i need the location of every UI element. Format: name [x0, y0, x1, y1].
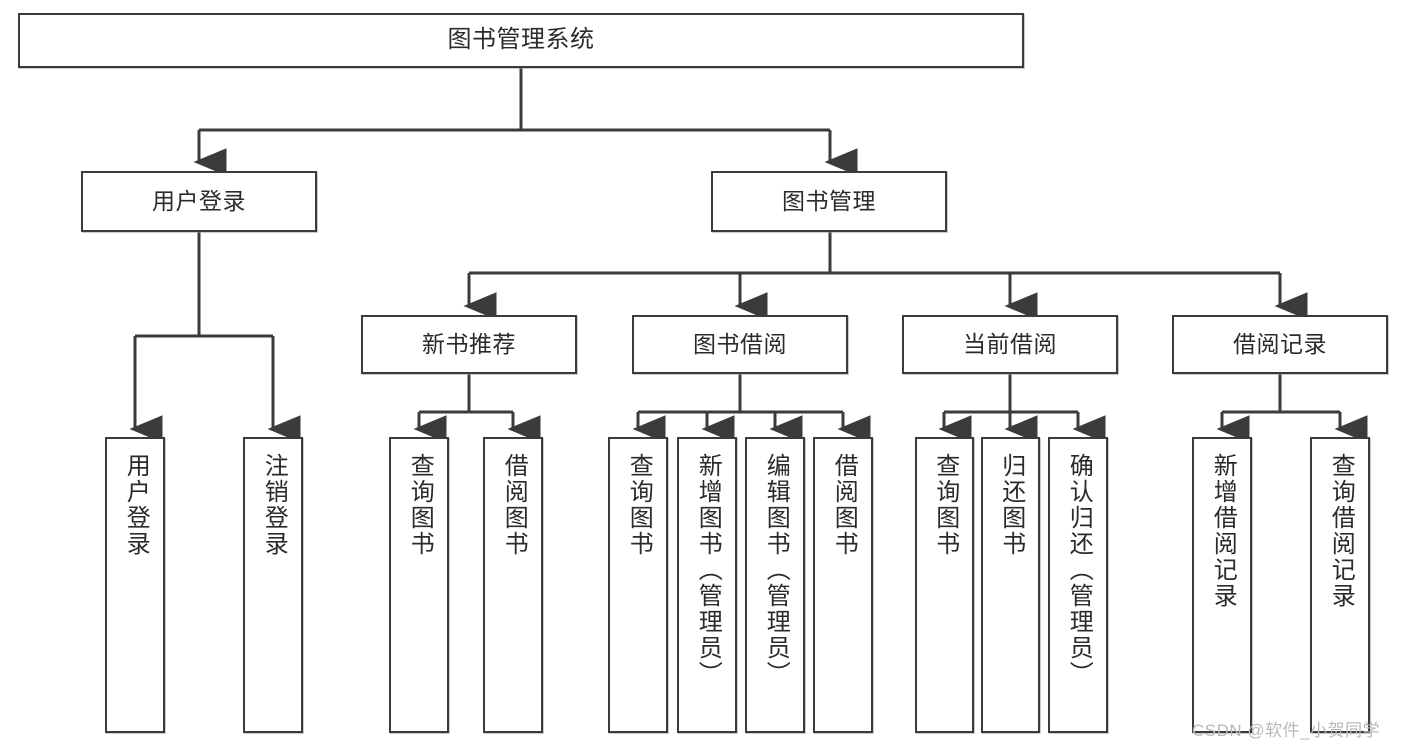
leaf-current-confirm-return-admin[interactable]: 确认归还（管理员） [1048, 437, 1108, 733]
node-label: 图书管理系统 [447, 26, 595, 54]
leaf-user-login-signout[interactable]: 注销登录 [243, 437, 303, 733]
leaf-current-query-book[interactable]: 查询图书 [915, 437, 974, 733]
node-book-borrow[interactable]: 图书借阅 [632, 315, 848, 374]
leaf-recommend-query-book[interactable]: 查询图书 [389, 437, 449, 733]
node-label: 新书推荐 [422, 330, 516, 357]
node-label: 新增借阅记录 [1209, 453, 1237, 609]
leaf-recommend-borrow-book[interactable]: 借阅图书 [483, 437, 543, 733]
node-label: 查询借阅记录 [1327, 453, 1355, 609]
leaf-borrow-borrow-book[interactable]: 借阅图书 [813, 437, 873, 733]
leaf-user-login-signin[interactable]: 用户登录 [105, 437, 165, 733]
node-current-borrow[interactable]: 当前借阅 [902, 315, 1118, 374]
node-label: 归还图书 [997, 453, 1025, 557]
leaf-borrow-query-book[interactable]: 查询图书 [608, 437, 668, 733]
node-label: 查询图书 [625, 453, 653, 557]
leaf-record-add-record[interactable]: 新增借阅记录 [1192, 437, 1252, 733]
node-label: 查询图书 [931, 453, 959, 557]
node-root-system[interactable]: 图书管理系统 [18, 13, 1024, 68]
node-label: 查询图书 [406, 453, 434, 557]
node-label: 编辑图书（管理员） [762, 453, 790, 687]
node-label: 新增图书（管理员） [694, 453, 722, 687]
node-label: 用户登录 [122, 453, 150, 557]
node-label: 借阅记录 [1233, 330, 1327, 357]
node-borrow-record[interactable]: 借阅记录 [1172, 315, 1388, 374]
leaf-borrow-add-book-admin[interactable]: 新增图书（管理员） [677, 437, 737, 733]
node-label: 用户登录 [152, 187, 246, 214]
node-label: 借阅图书 [500, 453, 528, 557]
node-label: 注销登录 [260, 453, 288, 557]
leaf-record-query-record[interactable]: 查询借阅记录 [1310, 437, 1370, 733]
leaf-borrow-edit-book-admin[interactable]: 编辑图书（管理员） [745, 437, 805, 733]
node-label: 图书管理 [782, 187, 876, 214]
node-book-management[interactable]: 图书管理 [711, 171, 947, 232]
node-label: 当前借阅 [963, 330, 1057, 357]
node-new-book-recommend[interactable]: 新书推荐 [361, 315, 577, 374]
csdn-watermark: CSDN @软件_小贺同学 [1192, 721, 1381, 740]
leaf-current-return-book[interactable]: 归还图书 [981, 437, 1040, 733]
node-label: 确认归还（管理员） [1065, 453, 1093, 687]
node-user-login[interactable]: 用户登录 [81, 171, 317, 232]
node-label: 图书借阅 [693, 330, 787, 357]
node-label: 借阅图书 [830, 453, 858, 557]
